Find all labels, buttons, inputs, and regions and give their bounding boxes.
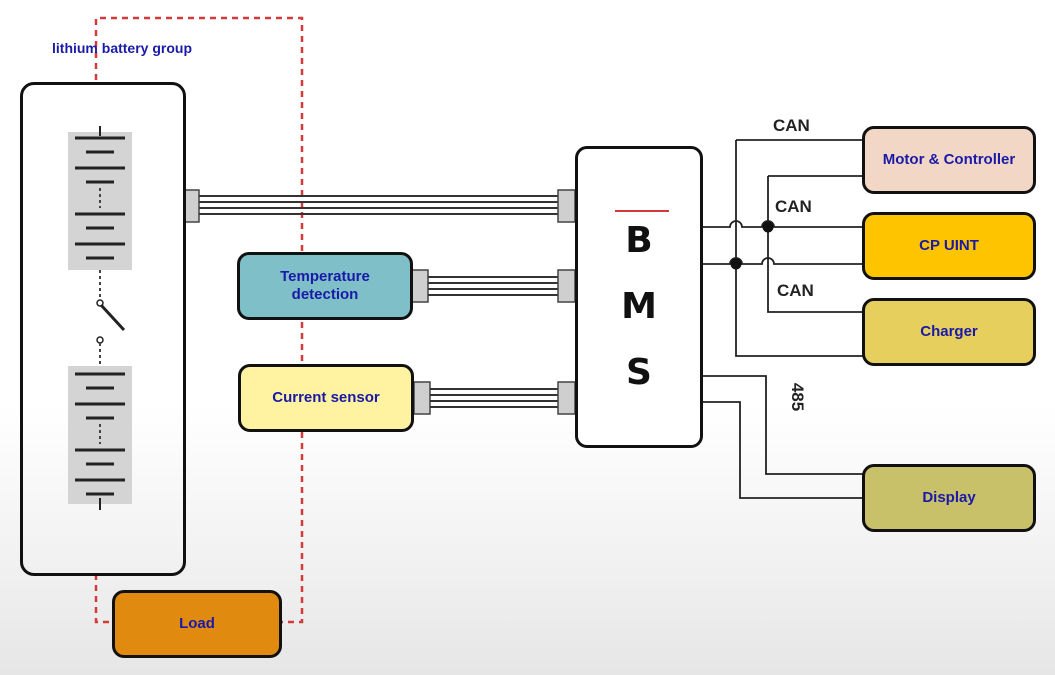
- cp-unit-label: CP UINT: [919, 237, 979, 254]
- can-junction: [762, 221, 774, 233]
- cp-unit-box[interactable]: CP UINT: [862, 212, 1036, 280]
- load-box[interactable]: Load: [112, 590, 282, 658]
- bms-overline: [615, 210, 669, 212]
- display-box[interactable]: Display: [862, 464, 1036, 532]
- temperature-bms-cable: [411, 269, 576, 303]
- battery-group-box[interactable]: [20, 82, 186, 576]
- bms-letter-b: B: [625, 220, 653, 261]
- can-junction: [730, 258, 742, 270]
- battery-cells-bottom: [68, 366, 132, 510]
- current-sensor-box[interactable]: Current sensor: [238, 364, 414, 432]
- current-bms-cable: [413, 381, 576, 415]
- battery-cells-top: [68, 126, 132, 270]
- load-label: Load: [179, 615, 215, 632]
- bms-box[interactable]: [575, 146, 703, 448]
- motor-controller-box[interactable]: Motor & Controller: [862, 126, 1036, 194]
- battery-switch: [96, 270, 126, 366]
- charger-box[interactable]: Charger: [862, 298, 1036, 366]
- bms-letter-m: M: [621, 286, 657, 327]
- temperature-detection-label: Temperature detection: [280, 268, 370, 303]
- power-loop-wire: [94, 16, 304, 624]
- battery-bms-cable: [184, 189, 576, 223]
- can-label-cp: CAN: [775, 197, 812, 216]
- display-label: Display: [922, 489, 976, 506]
- can-label-motor: CAN: [773, 116, 810, 135]
- can-bus-wires: [703, 139, 864, 357]
- rs485-wires: [703, 375, 864, 499]
- current-sensor-label: Current sensor: [272, 389, 380, 406]
- battery-group-label: lithium battery group: [52, 40, 192, 56]
- charger-label: Charger: [920, 323, 978, 340]
- can-label-charger: CAN: [777, 281, 814, 300]
- motor-controller-label: Motor & Controller: [882, 151, 1016, 168]
- temperature-detection-box[interactable]: Temperature detection: [237, 252, 413, 320]
- rs485-label: 485: [788, 382, 808, 412]
- bms-letter-s: S: [626, 352, 652, 393]
